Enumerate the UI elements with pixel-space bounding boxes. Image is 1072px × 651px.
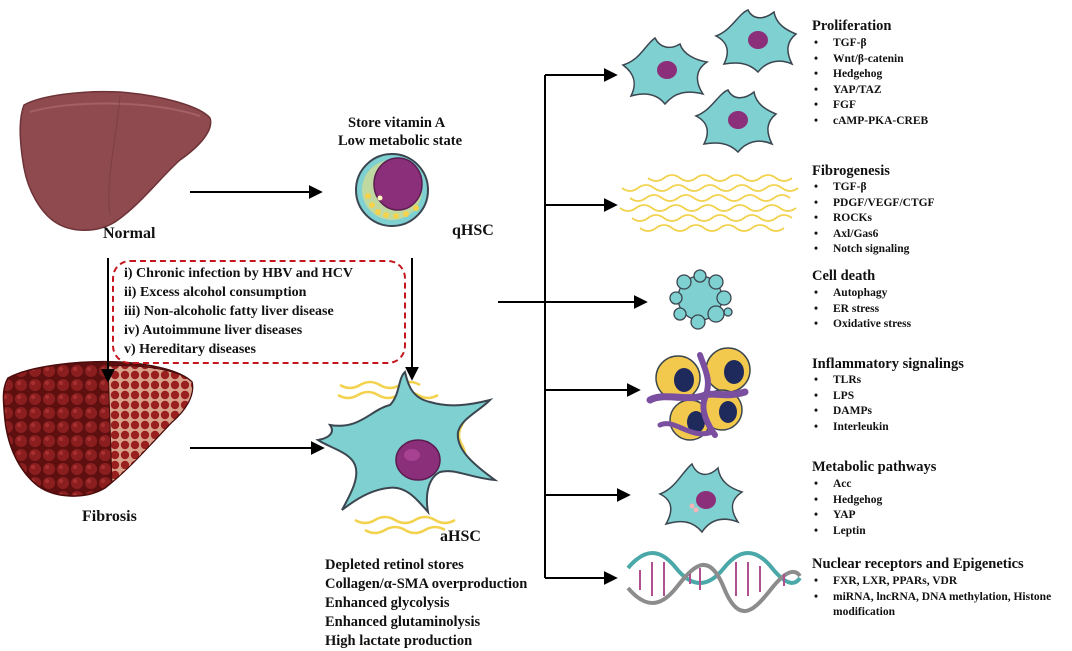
list-item: PDGF/VEGF/CTGF xyxy=(814,196,935,212)
qhsc-note: Store vitamin A xyxy=(348,115,446,131)
list-item: ROCKs xyxy=(814,211,935,227)
dna-helix-image xyxy=(626,551,802,614)
outcome-list-metabolic: Acc Hedgehog YAP Leptin xyxy=(814,477,882,539)
ahsc-feature: High lactate production xyxy=(325,633,473,649)
list-item: Leptin xyxy=(814,524,882,540)
outcome-title-metabolic: Metabolic pathways xyxy=(812,459,937,475)
list-item: FGF xyxy=(814,98,928,114)
ahsc-feature: Enhanced glutaminolysis xyxy=(325,614,481,630)
list-item: Autophagy xyxy=(814,286,911,302)
list-item: Axl/Gas6 xyxy=(814,227,935,243)
proliferation-cells-image xyxy=(621,9,798,154)
qhsc-label: qHSC xyxy=(452,222,494,239)
ahsc-cell-image xyxy=(315,370,499,535)
ahsc-feature: Enhanced glycolysis xyxy=(325,595,450,611)
cause-item: ii) Excess alcohol consumption xyxy=(124,285,307,300)
fibrotic-liver-image xyxy=(2,360,194,497)
list-item: TGF-β xyxy=(814,36,928,52)
list-item: YAP xyxy=(814,508,882,524)
list-item: Wnt/β-catenin xyxy=(814,52,928,68)
collagen-fibers-image xyxy=(619,174,799,232)
qhsc-cell-image xyxy=(355,153,429,227)
outcome-list-proliferation: TGF-β Wnt/β-catenin Hedgehog YAP/TAZ FGF… xyxy=(814,36,928,130)
outcome-title-nuclear-epigenetics: Nuclear receptors and Epigenetics xyxy=(812,556,1024,572)
list-item: Oxidative stress xyxy=(814,317,911,333)
metabolic-cell-image xyxy=(658,462,744,534)
branch-connector xyxy=(498,68,648,585)
ahsc-feature: Collagen/α-SMA overproduction xyxy=(325,576,528,592)
outcome-title-cell-death: Cell death xyxy=(812,268,876,284)
outcome-list-nuclear-epigenetics: FXR, LXR, PPARs, VDR miRNA, lncRNA, DNA … xyxy=(814,574,1072,621)
list-item: Acc xyxy=(814,477,882,493)
normal-label: Normal xyxy=(103,225,156,242)
list-item: TLRs xyxy=(814,373,889,389)
list-item: Interleukin xyxy=(814,420,889,436)
ahsc-feature: Depleted retinol stores xyxy=(325,557,464,573)
inflammatory-cells-image xyxy=(646,347,751,441)
list-item: ER stress xyxy=(814,302,911,318)
cell-death-image xyxy=(669,269,733,330)
list-item: FXR, LXR, PPARs, VDR xyxy=(814,574,1072,590)
cause-item: iii) Non-alcoholic fatty liver disease xyxy=(124,304,334,319)
list-item: cAMP-PKA-CREB xyxy=(814,114,928,130)
list-item: Hedgehog xyxy=(814,67,928,83)
outcome-list-fibrogenesis: TGF-β PDGF/VEGF/CTGF ROCKs Axl/Gas6 Notc… xyxy=(814,180,935,258)
list-item: miRNA, lncRNA, DNA methylation, Histone … xyxy=(814,590,1072,621)
outcome-title-inflammatory: Inflammatory signalings xyxy=(812,356,964,372)
outcome-list-inflammatory: TLRs LPS DAMPs Interleukin xyxy=(814,373,889,435)
cause-item: v) Hereditary diseases xyxy=(124,342,256,357)
outcome-title-fibrogenesis: Fibrogenesis xyxy=(812,163,890,179)
list-item: Hedgehog xyxy=(814,493,882,509)
list-item: DAMPs xyxy=(814,404,889,420)
list-item: YAP/TAZ xyxy=(814,83,928,99)
normal-liver-image xyxy=(19,90,212,231)
qhsc-note: Low metabolic state xyxy=(338,133,463,149)
list-item: Notch signaling xyxy=(814,242,935,258)
fibrosis-label: Fibrosis xyxy=(82,508,137,525)
ahsc-label: aHSC xyxy=(440,528,481,545)
causes-box: i) Chronic infection by HBV and HCV ii) … xyxy=(112,260,406,364)
cause-item: iv) Autoimmune liver diseases xyxy=(124,323,303,338)
outcome-list-cell-death: Autophagy ER stress Oxidative stress xyxy=(814,286,911,333)
list-item: TGF-β xyxy=(814,180,935,196)
cause-item: i) Chronic infection by HBV and HCV xyxy=(124,266,353,281)
outcome-title-proliferation: Proliferation xyxy=(812,18,892,34)
list-item: LPS xyxy=(814,389,889,405)
